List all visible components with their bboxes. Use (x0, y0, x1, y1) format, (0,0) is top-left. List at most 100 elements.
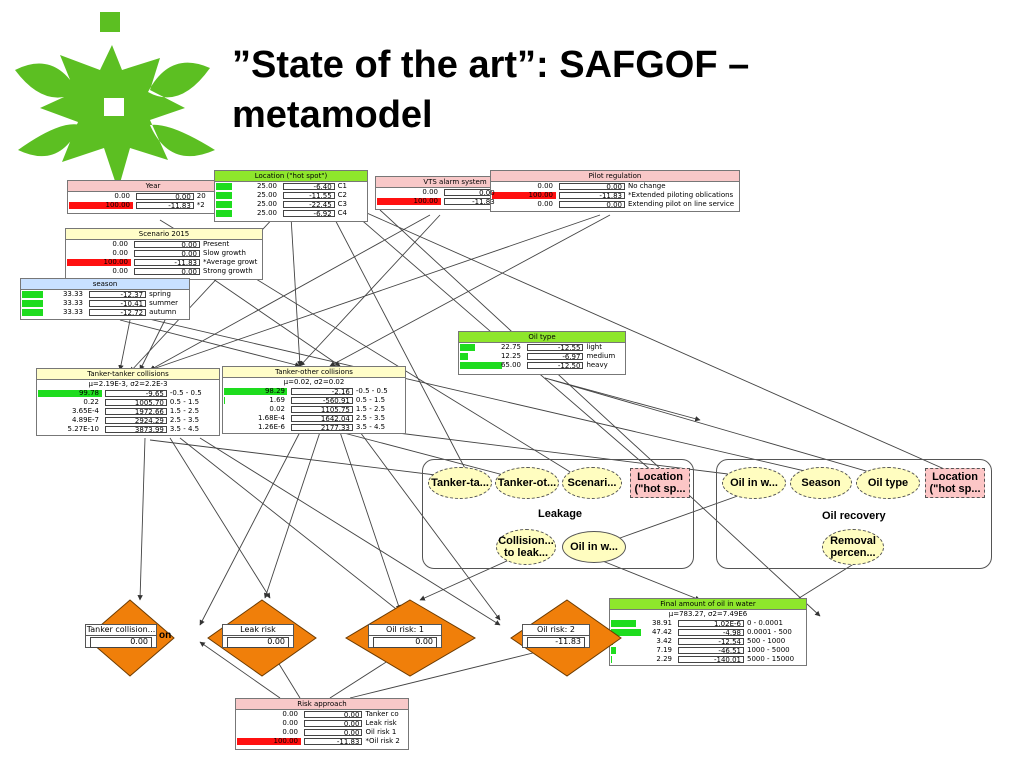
state-probability: 98.29 (264, 387, 285, 395)
recovery-input-location[interactable]: Location ("hot sp... (925, 468, 985, 498)
utility-oil-risk-2[interactable]: Oil risk: 2 -11.83 (522, 624, 590, 648)
state-probability: 0.00 (537, 182, 553, 190)
state-row[interactable]: 100.00-11.83*Extended piloting oblicatio… (491, 191, 739, 200)
state-probability: 0.00 (112, 240, 128, 248)
oil-recovery-module[interactable] (716, 459, 992, 569)
state-probability: 100.00 (103, 258, 129, 266)
state-probability: 1.68E-4 (258, 414, 285, 422)
recovery-input-oil-in-water[interactable]: Oil in w... (722, 467, 786, 499)
state-label: C1 (337, 182, 348, 190)
leakage-collision-to-leak[interactable]: Collision... to leak... (496, 529, 556, 565)
probability-bar (224, 397, 225, 404)
logo-flame-shape (15, 45, 215, 190)
sensitivity-value: 0.00 (136, 193, 194, 201)
leakage-module[interactable] (422, 459, 694, 569)
utility-tanker-collision[interactable]: Tanker collision... 0.00 (85, 624, 157, 648)
node-title: VTS alarm system (376, 177, 534, 188)
title-line-1: ”State of the art”: SAFGOF – (232, 44, 750, 86)
recovery-input-season[interactable]: Season (790, 467, 852, 499)
sensitivity-value: -11.83 (136, 202, 194, 210)
state-row[interactable]: 100.00-11.83*Average growt (66, 258, 262, 267)
state-probability: 33.33 (62, 290, 83, 298)
state-row[interactable]: 99.78-9.65-0.5 - 0.5 (37, 389, 219, 398)
sensitivity-value: 0.00 (304, 711, 363, 719)
sensitivity-value: -6.92 (283, 210, 335, 218)
probability-bar (460, 353, 468, 360)
leakage-input-tanker-other[interactable]: Tanker-ot... (495, 467, 559, 499)
leakage-input-location[interactable]: Location ("hot sp... (630, 468, 690, 498)
probability-bar (216, 210, 232, 217)
leakage-input-tanker-tanker[interactable]: Tanker-ta... (428, 467, 492, 499)
state-row[interactable]: 100.00-11.83*Oil risk 2 (236, 737, 408, 746)
probability-bar (611, 647, 616, 654)
recovery-removal-percentage[interactable]: Removal percen... (822, 529, 884, 565)
utility-leak-risk[interactable]: Leak risk 0.00 (222, 624, 294, 648)
state-label: No change (628, 182, 666, 190)
state-label: Strong growth (203, 267, 253, 275)
state-probability: 0.00 (282, 728, 298, 736)
state-row[interactable]: 98.29-2.16-0.5 - 0.5 (223, 387, 405, 396)
node-title: Pilot regulation (491, 171, 739, 182)
recovery-input-oil-type[interactable]: Oil type (856, 467, 920, 499)
state-probability: 5.27E-10 (67, 425, 99, 433)
utility-tanker-collision-value: 0.00 (90, 637, 152, 648)
leakage-input-scenario[interactable]: Scenari... (562, 467, 622, 499)
state-probability: 0.00 (114, 192, 130, 200)
sensitivity-value: -4.98 (678, 629, 744, 637)
state-probability: 33.33 (62, 299, 83, 307)
state-row[interactable]: 100.00-11.83*2 (68, 201, 238, 210)
state-label: 2.5 - 3.5 (169, 416, 200, 424)
node-title: Tanker-tanker collisions (37, 369, 219, 380)
probability-bar (216, 192, 232, 199)
utility-oil-risk-1[interactable]: Oil risk: 1 0.00 (368, 624, 442, 648)
state-label: summer (149, 299, 179, 307)
state-label: *Oil risk 2 (365, 737, 400, 745)
leakage-output-oil-in-water[interactable]: Oil in w... (562, 531, 626, 563)
sensitivity-value: 0.00 (304, 720, 363, 728)
state-probability: 99.78 (78, 389, 99, 397)
utility-tanker-collision-overflow: on (159, 630, 172, 641)
